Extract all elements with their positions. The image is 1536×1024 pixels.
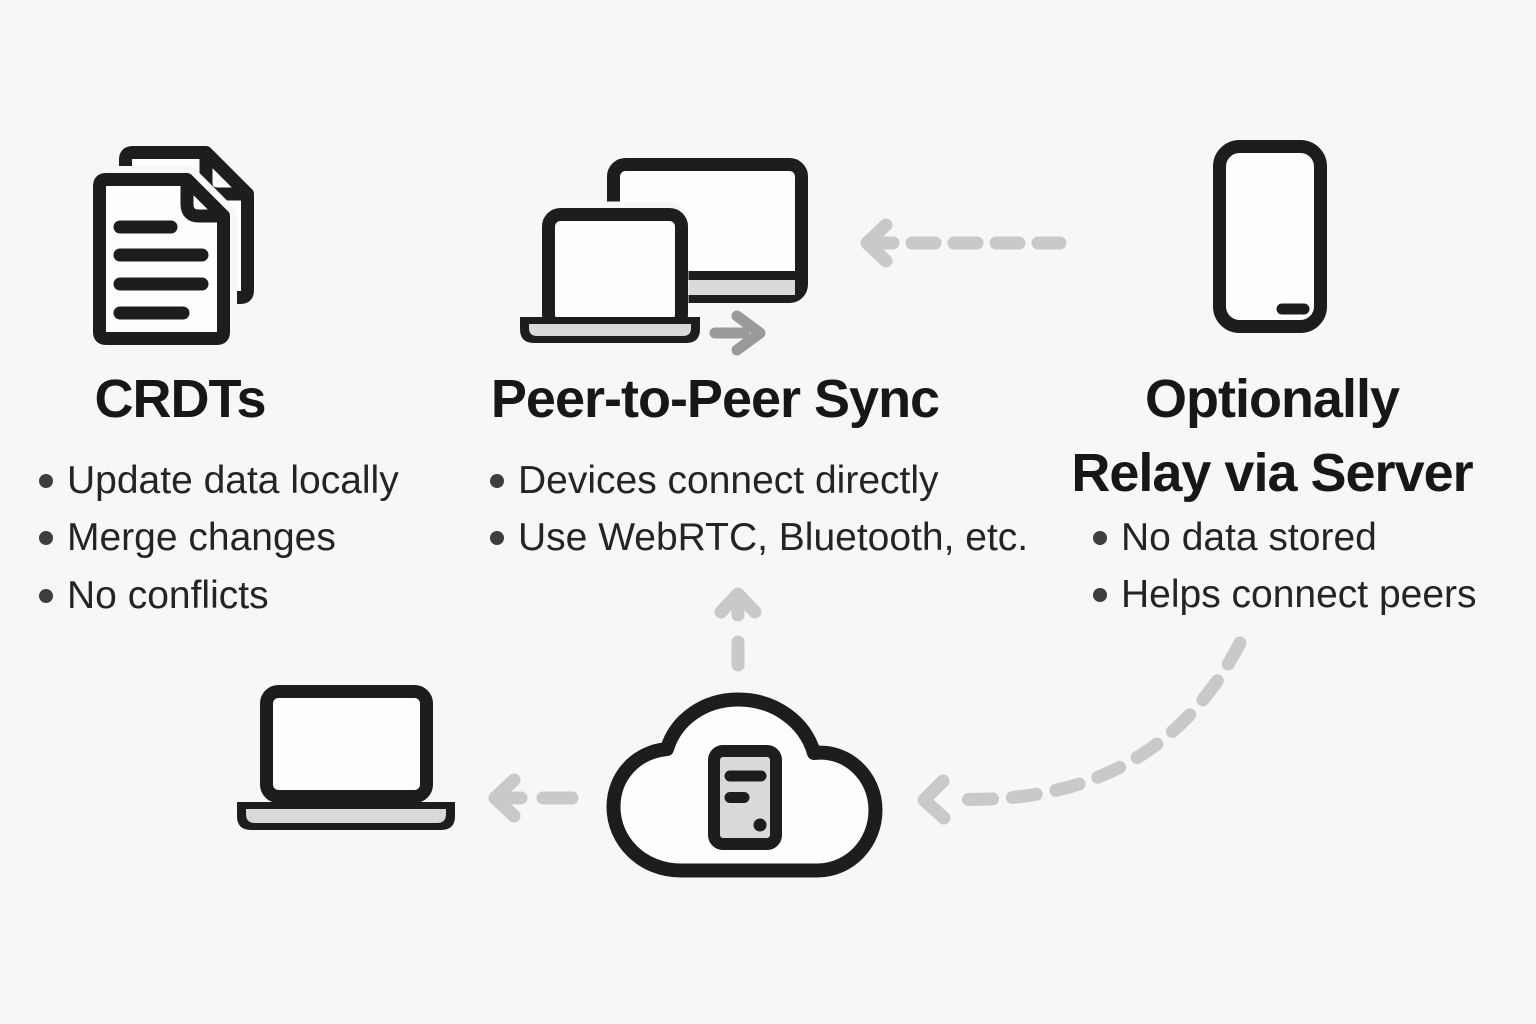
- bullet-dot: [490, 473, 504, 488]
- bullet-item: No conflicts: [31, 567, 399, 625]
- crdts-bullet-list: Update data locally Merge changes No con…: [31, 452, 399, 625]
- p2p-title: Peer-to-Peer Sync: [490, 369, 940, 429]
- bullet-item: Devices connect directly: [482, 452, 1028, 510]
- smartphone-icon: [1213, 140, 1327, 333]
- laptop-monitor-icon: [508, 158, 808, 356]
- bullet-item: Merge changes: [31, 510, 399, 568]
- solid-arrow-right: [709, 310, 766, 356]
- bullet-dot: [1093, 588, 1107, 603]
- bullet-item: Update data locally: [31, 452, 399, 510]
- bullet-item: Helps connect peers: [1085, 567, 1477, 625]
- relay-bullet-list: No data stored Helps connect peers: [1085, 509, 1477, 624]
- bullet-dot: [1093, 530, 1107, 545]
- dashed-arrow-left-phone-to-devices: [860, 218, 1067, 268]
- documents-icon: [86, 146, 254, 352]
- dashed-arrow-up-cloud-to-devices: [714, 587, 762, 672]
- curved-dashed-arrow-relay-to-cloud: [917, 636, 1247, 825]
- relay-title-line1: Optionally: [1144, 369, 1400, 429]
- cloud-server-icon: [606, 692, 883, 878]
- laptop-icon: [237, 685, 455, 830]
- bullet-item: No data stored: [1085, 509, 1477, 567]
- bullet-dot: [39, 588, 53, 603]
- crdts-title: CRDTs: [94, 369, 266, 429]
- relay-title-line2: Relay via Server: [1071, 443, 1473, 503]
- dashed-arrow-left-cloud-to-laptop: [488, 773, 579, 823]
- bullet-item: Use WebRTC, Bluetooth, etc.: [482, 510, 1028, 568]
- bullet-dot: [490, 531, 504, 546]
- bullet-dot: [39, 473, 53, 488]
- p2p-bullet-list: Devices connect directly Use WebRTC, Blu…: [482, 452, 1028, 567]
- bullet-dot: [39, 531, 53, 546]
